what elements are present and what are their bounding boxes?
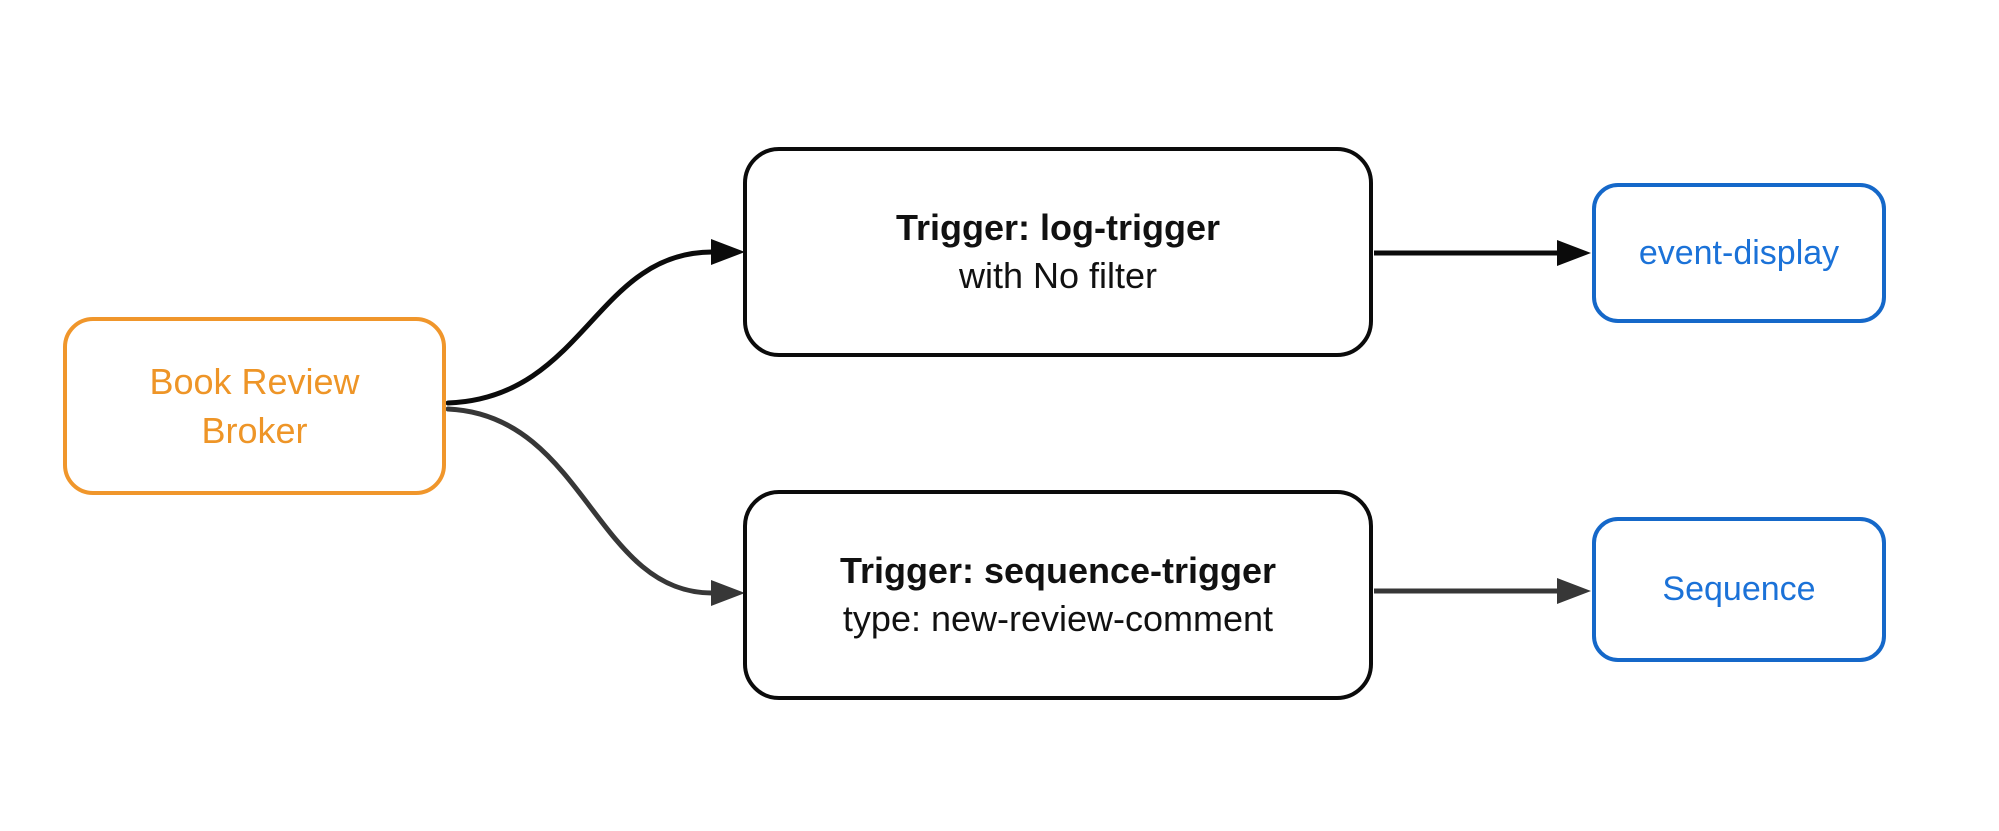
node-trigger-log-subtitle: with No filter [958,255,1158,296]
node-trigger-log-title: Trigger: log-trigger [896,207,1220,248]
node-trigger-sequence-title: Trigger: sequence-trigger [839,550,1277,591]
edge-broker-to-trigger-log [445,239,745,406]
node-trigger-sequence: Trigger: sequence-trigger type: new-revi… [743,490,1373,700]
node-sequence-label: Sequence [1662,570,1816,608]
node-trigger-log: Trigger: log-trigger with No filter [743,147,1373,357]
node-book-review-broker: Book Review Broker [63,317,446,495]
node-event-display-label: event-display [1638,233,1840,272]
node-trigger-sequence-subtitle: type: new-review-comment [842,598,1274,639]
node-sequence: Sequence [1592,517,1886,662]
edge-broker-to-trigger-sequence [445,406,745,606]
node-event-display: event-display [1592,183,1886,323]
node-book-review-broker-label: Book Review Broker [149,361,360,451]
